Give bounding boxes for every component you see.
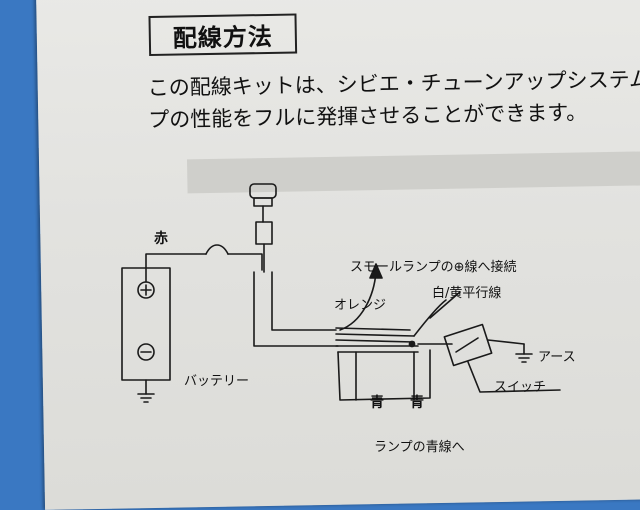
- harness-outer: [253, 271, 339, 347]
- label-orange: オレンジ: [334, 298, 387, 313]
- orange-arrow-icon: [369, 263, 383, 279]
- label-blue-left: 青: [370, 395, 384, 411]
- red-wire: [145, 253, 207, 283]
- switch-icon: [443, 323, 493, 367]
- label-to-lamp: ランプの青線へ: [374, 440, 465, 455]
- wiring-diagram: [121, 183, 561, 403]
- white-yellow-wire: [413, 299, 447, 337]
- relay-connector-neck: [253, 197, 273, 207]
- switch-leader: [467, 361, 561, 393]
- blue-wires: [337, 349, 431, 401]
- label-small-lamp: スモールランプの⊕線へ接続: [350, 260, 517, 275]
- label-switch: スイッチ: [494, 380, 547, 395]
- label-white-yellow: 白/黄平行線: [432, 286, 502, 301]
- label-red-wire: 赤: [154, 231, 168, 247]
- label-earth: アース: [538, 350, 576, 365]
- fuse-icon: [205, 244, 229, 255]
- label-battery: バッテリー: [184, 374, 250, 389]
- relay-plug-icon: [255, 221, 273, 245]
- relay-connector-icon: [249, 183, 277, 199]
- battery-negative-icon: [137, 343, 155, 361]
- label-blue-right: 青: [410, 395, 424, 411]
